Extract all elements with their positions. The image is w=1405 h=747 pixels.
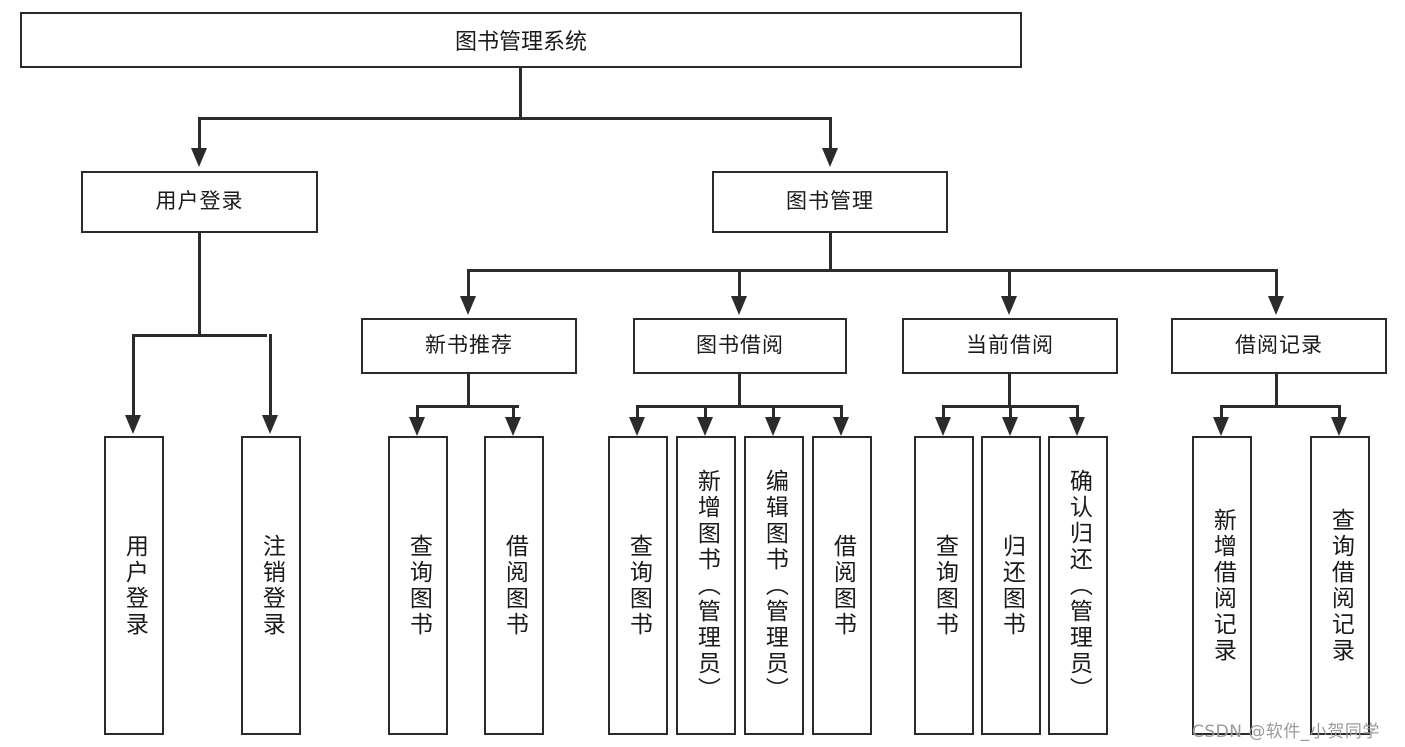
- connector-root-bus: [198, 117, 832, 120]
- leaf-label: 编辑图书（管理员）: [761, 468, 788, 703]
- arrow-to-book-borrow: [731, 296, 747, 315]
- arrow-to-current-borrow: [1001, 296, 1017, 315]
- connector-cb-drop-1: [942, 405, 945, 419]
- connector-level3-drop-2: [738, 269, 741, 297]
- connector-book-manage-stem: [829, 233, 832, 271]
- arrow-root-to-book-manage: [822, 148, 838, 167]
- connector-nbr-drop-2: [512, 405, 515, 419]
- node-label: 图书管理: [786, 189, 874, 214]
- leaf-add-book[interactable]: 新增图书（管理员）: [676, 436, 736, 735]
- connector-level3-bus: [467, 269, 1277, 272]
- node-label: 用户登录: [155, 189, 244, 214]
- node-new-book-recommend[interactable]: 新书推荐: [361, 318, 577, 374]
- connector-nbr-stem: [467, 374, 470, 406]
- arrow-to-leaf-user-login: [125, 415, 141, 434]
- connector-cb-stem: [1008, 374, 1011, 406]
- node-label: 图书管理系统: [454, 30, 587, 55]
- arrow-to-leaf-query-book-3: [935, 417, 951, 436]
- connector-br-drop-2: [1338, 405, 1341, 419]
- connector-bb-drop-1: [636, 405, 639, 419]
- leaf-query-book-3[interactable]: 查询图书: [914, 436, 974, 735]
- connector-bb-drop-2: [704, 405, 707, 419]
- node-label: 当前借阅: [966, 333, 1054, 358]
- leaf-query-record[interactable]: 查询借阅记录: [1310, 436, 1370, 735]
- arrow-to-leaf-edit-book: [765, 417, 781, 436]
- connector-root-drop-left: [198, 117, 201, 149]
- connector-br-bus: [1220, 405, 1339, 408]
- connector-cb-drop-3: [1076, 405, 1079, 419]
- node-book-borrow[interactable]: 图书借阅: [633, 318, 847, 374]
- arrow-to-leaf-query-book-2: [629, 417, 645, 436]
- leaf-label: 查询借阅记录: [1327, 507, 1354, 664]
- connector-nbr-bus: [416, 405, 519, 408]
- arrow-to-new-book-recommend: [460, 296, 476, 315]
- leaf-label: 确认归还（管理员）: [1065, 468, 1092, 703]
- leaf-label: 用户登录: [121, 533, 148, 638]
- leaf-query-book-2[interactable]: 查询图书: [608, 436, 668, 735]
- arrow-to-leaf-return-book: [1002, 417, 1018, 436]
- connector-nbr-drop-1: [416, 405, 419, 419]
- connector-level3-drop-3: [1008, 269, 1011, 297]
- leaf-label: 查询图书: [625, 533, 652, 638]
- connector-user-login-drop-1: [132, 334, 135, 416]
- connector-bb-drop-4: [840, 405, 843, 419]
- leaf-logout-login[interactable]: 注销登录: [241, 436, 301, 735]
- arrow-root-to-user-login: [191, 148, 207, 167]
- node-root-system[interactable]: 图书管理系统: [20, 12, 1022, 68]
- node-user-login[interactable]: 用户登录: [81, 171, 318, 233]
- arrow-to-borrow-record: [1268, 296, 1284, 315]
- leaf-label: 新增借阅记录: [1209, 507, 1236, 664]
- connector-level3-drop-4: [1275, 269, 1278, 297]
- leaf-label: 归还图书: [998, 533, 1025, 638]
- leaf-label: 注销登录: [258, 533, 285, 638]
- leaf-label: 查询图书: [931, 533, 958, 638]
- node-current-borrow[interactable]: 当前借阅: [902, 318, 1118, 374]
- node-label: 新书推荐: [425, 333, 513, 358]
- connector-level3-drop-1: [467, 269, 470, 297]
- node-borrow-record[interactable]: 借阅记录: [1171, 318, 1387, 374]
- arrow-to-leaf-query-book-1: [409, 417, 425, 436]
- leaf-label: 借阅图书: [501, 533, 528, 638]
- leaf-borrow-book-1[interactable]: 借阅图书: [484, 436, 544, 735]
- leaf-user-login[interactable]: 用户登录: [104, 436, 164, 735]
- watermark: CSDN @软件_小贺同学: [1192, 722, 1380, 742]
- connector-user-login-bus: [132, 334, 267, 337]
- arrow-to-leaf-confirm-return: [1069, 417, 1085, 436]
- connector-br-drop-1: [1220, 405, 1223, 419]
- connector-root-drop-right: [829, 117, 832, 149]
- leaf-borrow-book-2[interactable]: 借阅图书: [812, 436, 872, 735]
- arrow-to-leaf-logout-login: [262, 415, 278, 434]
- leaf-label: 借阅图书: [829, 533, 856, 638]
- arrow-to-leaf-borrow-book-1: [505, 417, 521, 436]
- leaf-confirm-return[interactable]: 确认归还（管理员）: [1048, 436, 1108, 735]
- connector-br-stem: [1275, 374, 1278, 406]
- leaf-label: 新增图书（管理员）: [693, 468, 720, 703]
- leaf-add-record[interactable]: 新增借阅记录: [1192, 436, 1252, 735]
- connector-bb-bus: [636, 405, 842, 408]
- leaf-edit-book[interactable]: 编辑图书（管理员）: [744, 436, 804, 735]
- connector-cb-drop-2: [1009, 405, 1012, 419]
- leaf-query-book-1[interactable]: 查询图书: [388, 436, 448, 735]
- connector-user-login-drop-2: [269, 334, 272, 416]
- arrow-to-leaf-add-book: [697, 417, 713, 436]
- node-label: 借阅记录: [1235, 333, 1323, 358]
- leaf-return-book[interactable]: 归还图书: [981, 436, 1041, 735]
- node-book-manage[interactable]: 图书管理: [712, 171, 948, 233]
- node-label: 图书借阅: [696, 333, 784, 358]
- arrow-to-leaf-query-record: [1331, 417, 1347, 436]
- connector-user-login-stem: [198, 233, 201, 336]
- arrow-to-leaf-add-record: [1213, 417, 1229, 436]
- connector-root-stem: [519, 68, 522, 118]
- connector-bb-drop-3: [772, 405, 775, 419]
- connector-bb-stem: [738, 374, 741, 406]
- arrow-to-leaf-borrow-book-2: [833, 417, 849, 436]
- leaf-label: 查询图书: [405, 533, 432, 638]
